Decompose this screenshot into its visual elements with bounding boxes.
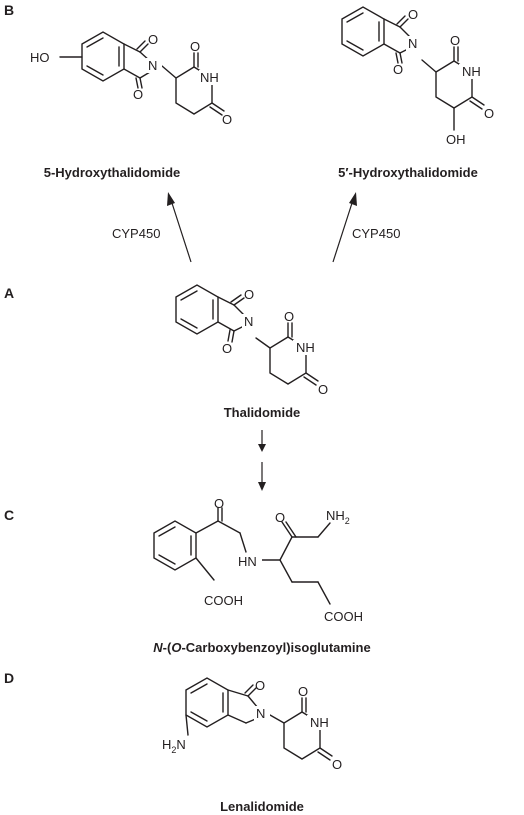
atom-o: O <box>408 7 418 22</box>
atom-oh: OH <box>446 132 466 147</box>
atom-o: O <box>318 382 328 397</box>
atom-o: O <box>255 678 265 693</box>
atom-o: O <box>244 287 254 302</box>
structure-lenalidomide: N O O NH O H2N <box>162 677 342 772</box>
atom-n: N <box>244 314 253 329</box>
atom-o: O <box>190 39 200 54</box>
atom-o: O <box>450 33 460 48</box>
structure-5prime-hydroxythalidomide: N O O O NH O OH <box>341 6 494 147</box>
atom-nh: NH <box>296 340 315 355</box>
panel-label-c: C <box>4 507 14 523</box>
atom-o: O <box>214 496 224 511</box>
atom-n: N <box>256 706 265 721</box>
panel-label-d: D <box>4 670 14 686</box>
structure-thalidomide: N O O O NH O <box>175 284 328 397</box>
panel-label-b: B <box>4 2 14 18</box>
compound-name-lenalidomide: Lenalidomide <box>220 799 304 814</box>
atom-o: O <box>148 32 158 47</box>
atom-nh: NH <box>310 715 329 730</box>
enzyme-label-right: CYP450 <box>352 226 400 241</box>
compound-name-5-hydroxythalidomide: 5-Hydroxythalidomide <box>44 165 181 180</box>
atom-o: O <box>484 106 494 121</box>
structure-5-hydroxythalidomide: HO N O O O NH O <box>30 31 232 127</box>
compound-name-isoglutamine: N-(O-Carboxybenzoyl)isoglutamine <box>153 640 370 655</box>
atom-n: N <box>408 36 417 51</box>
atom-o: O <box>393 62 403 77</box>
arrow-to-5prime-hydroxythalidomide <box>332 192 357 263</box>
atom-hn: HN <box>238 554 257 569</box>
atom-nh: NH <box>462 64 481 79</box>
arrow-to-isoglutamine <box>258 430 266 491</box>
atom-h2n: H2N <box>162 737 186 755</box>
atom-o: O <box>332 757 342 772</box>
atom-o: O <box>298 684 308 699</box>
enzyme-label-left: CYP450 <box>112 226 160 241</box>
atom-cooh: COOH <box>204 593 243 608</box>
atom-o: O <box>275 510 285 525</box>
atom-o: O <box>222 112 232 127</box>
atom-o: O <box>222 341 232 356</box>
panel-label-a: A <box>4 285 14 301</box>
atom-o: O <box>133 87 143 102</box>
atom-nh2: NH2 <box>326 508 350 526</box>
structure-isoglutamine: O O HN COOH COOH NH2 <box>153 496 363 624</box>
atom-nh: NH <box>200 70 219 85</box>
atom-n: N <box>148 58 157 73</box>
atom-cooh: COOH <box>324 609 363 624</box>
compound-name-thalidomide: Thalidomide <box>224 405 301 420</box>
compound-name-5prime-hydroxythalidomide: 5′-Hydroxythalidomide <box>338 165 478 180</box>
arrow-to-5-hydroxythalidomide <box>167 192 192 263</box>
atom-ho: HO <box>30 50 50 65</box>
atom-o: O <box>284 309 294 324</box>
